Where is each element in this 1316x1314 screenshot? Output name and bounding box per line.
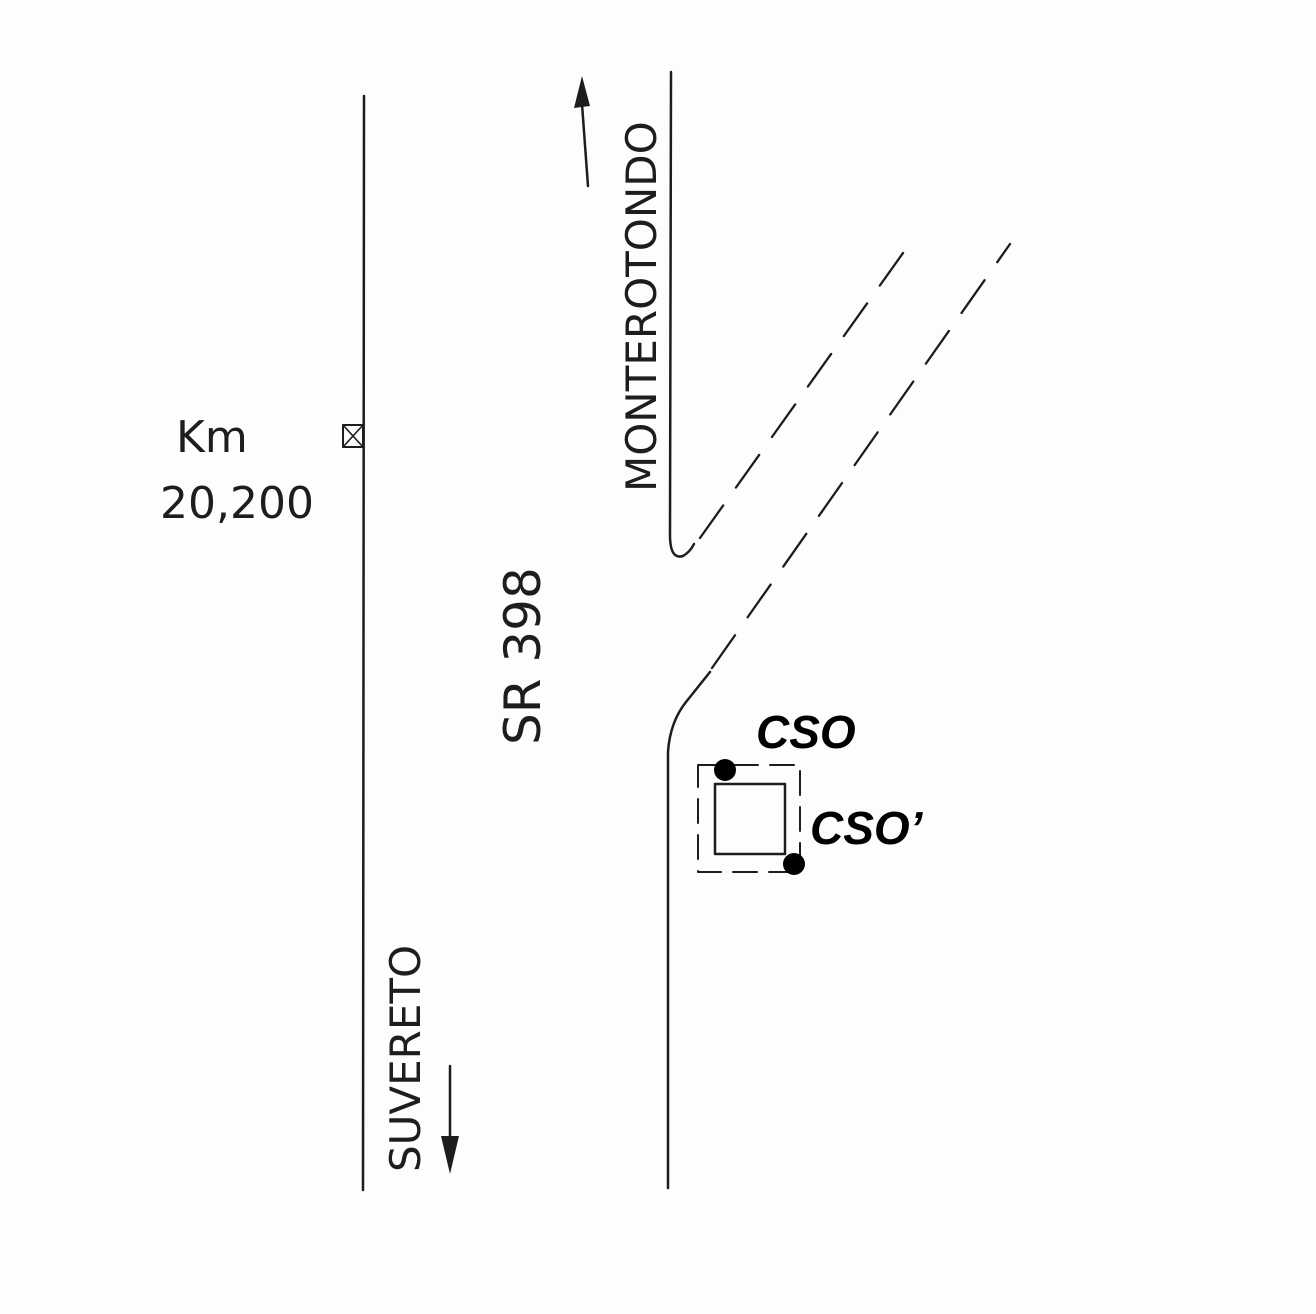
building (713, 782, 787, 856)
direction-north-label: MONTEROTONDO (617, 121, 666, 492)
direction-south-label: SUVERETO (381, 945, 430, 1172)
road-name-label: SR 398 (494, 567, 552, 745)
right-road-edge-lower (666, 670, 712, 1190)
point-cso-prime-label: CSO’ (810, 802, 924, 854)
point-cso-label: CSO (756, 706, 856, 758)
side-road-edge-upper (698, 244, 910, 540)
point-cso-marker (714, 759, 736, 781)
left-road-edge (361, 94, 366, 1192)
point-cso-prime-marker (783, 853, 805, 875)
right-road-edge-upper (668, 70, 696, 558)
side-road-edge-lower (710, 242, 1012, 670)
km-marker-icon (342, 424, 364, 448)
arrow-down-icon (441, 1064, 459, 1174)
arrow-up-icon (574, 76, 590, 188)
km-label: Km (176, 412, 248, 463)
building-boundary (697, 764, 801, 873)
km-value: 20,200 (160, 478, 314, 529)
